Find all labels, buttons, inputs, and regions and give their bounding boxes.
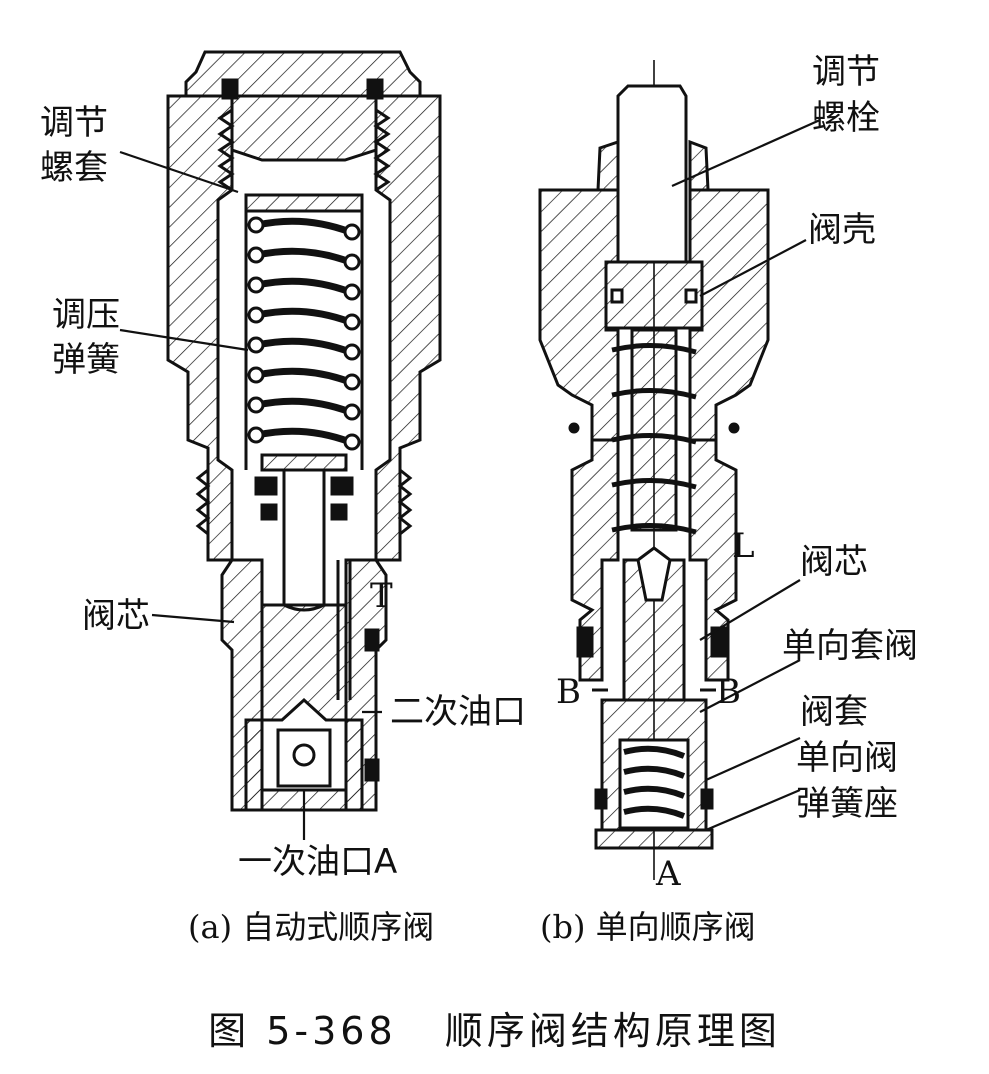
caption-a: (a) 自动式顺序阀 bbox=[188, 908, 435, 946]
sleeve-threads-right bbox=[373, 108, 391, 192]
figure-title: 图 5-368 顺序阀结构原理图 bbox=[208, 1009, 781, 1053]
label-check-seat-line1: 单向阀 bbox=[796, 738, 898, 778]
valve-a-housing-right bbox=[374, 94, 442, 562]
caption-b: (b) 单向顺序阀 bbox=[540, 908, 756, 946]
spring-b bbox=[611, 343, 697, 535]
adjust-sleeve bbox=[230, 94, 378, 162]
pressure-spring bbox=[257, 217, 352, 446]
label-check-seat-line2: 弹簧座 bbox=[796, 784, 898, 824]
label-adjust-sleeve-line2: 螺套 bbox=[40, 148, 108, 188]
label-port-b-right: B bbox=[716, 672, 741, 712]
label-valve-body: 阀壳 bbox=[808, 210, 876, 250]
label-adjust-bolt-line2: 螺栓 bbox=[812, 98, 880, 138]
leaders-a bbox=[119, 150, 382, 840]
label-secondary-port: 二次油口 bbox=[390, 692, 526, 732]
valve-b-bottom bbox=[594, 828, 714, 850]
label-port-b-left: B bbox=[556, 672, 581, 712]
label-check-sleeve-valve: 单向套阀 bbox=[782, 626, 918, 666]
valve-b bbox=[538, 60, 770, 880]
valve-a bbox=[166, 50, 442, 812]
label-port-t: T bbox=[370, 576, 393, 616]
label-adjust-sleeve-line1: 调节 bbox=[40, 103, 108, 143]
valve-a-housing-left bbox=[166, 94, 234, 562]
label-spool-b: 阀芯 bbox=[800, 542, 868, 582]
valve-a-cap bbox=[184, 50, 422, 98]
spring-seat bbox=[260, 453, 348, 472]
valve-b-middle-right bbox=[688, 438, 738, 682]
label-primary-port: 一次油口A bbox=[238, 842, 398, 882]
spring-top-plate bbox=[244, 193, 364, 213]
label-valve-sleeve: 阀套 bbox=[800, 692, 868, 732]
sleeve-threads-left bbox=[217, 108, 235, 192]
label-pressure-spring-line2: 弹簧 bbox=[52, 340, 120, 380]
leaders-b bbox=[671, 118, 821, 832]
label-port-a: A bbox=[656, 854, 681, 894]
label-pressure-spring-line1: 调压 bbox=[52, 295, 120, 335]
label-adjust-bolt-line1: 调节 bbox=[812, 52, 880, 92]
check-spring bbox=[623, 745, 686, 819]
spool-a bbox=[260, 603, 348, 722]
label-port-l: L bbox=[732, 526, 755, 566]
adjust-bolt bbox=[616, 84, 688, 264]
inner-rod bbox=[630, 328, 678, 532]
pilot-pin bbox=[282, 468, 326, 607]
label-spool-a: 阀芯 bbox=[82, 596, 150, 636]
